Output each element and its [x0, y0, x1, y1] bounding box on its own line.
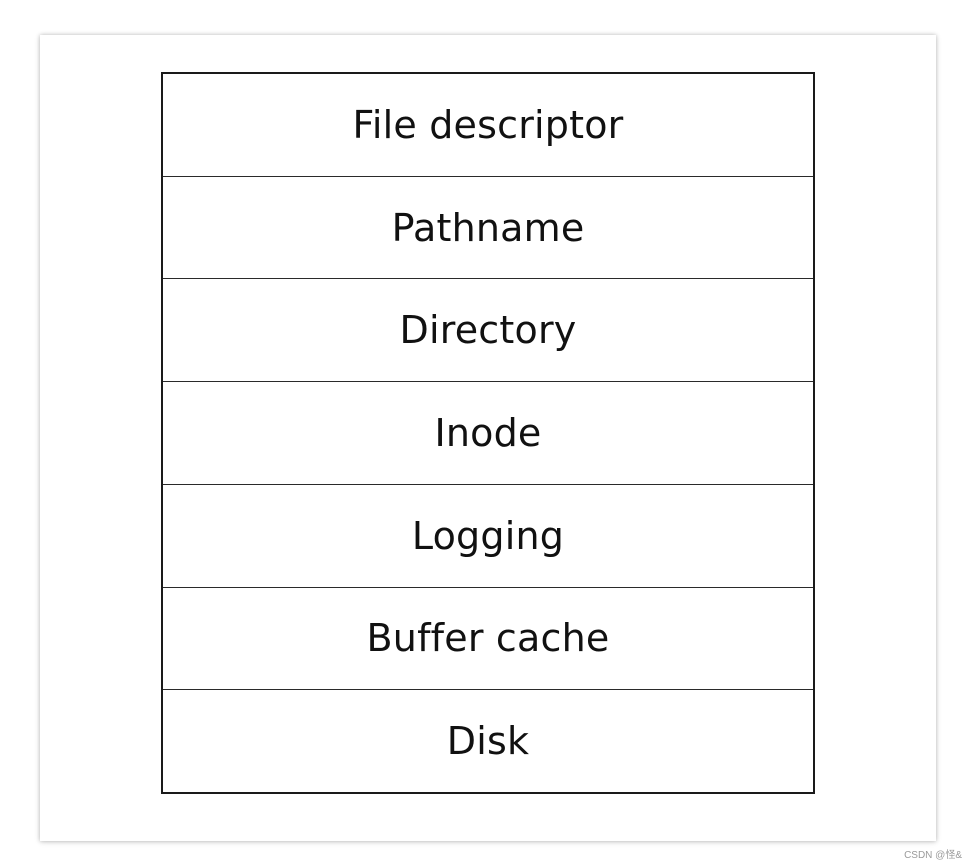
watermark: CSDN @怪& — [904, 850, 962, 861]
layer-file-descriptor: File descriptor — [352, 102, 624, 147]
layer-disk: Disk — [163, 689, 813, 792]
diagram-card — [40, 35, 936, 841]
layer-directory: Directory — [163, 278, 813, 381]
layer-logging: Logging — [163, 483, 813, 587]
layer-inode: Inode — [163, 381, 813, 484]
layer-pathname: Pathname — [163, 175, 813, 279]
layer-stack: File descriptor Pathname Directory Inode… — [161, 72, 815, 794]
layer-buffer-cache: Buffer cache — [163, 586, 813, 690]
